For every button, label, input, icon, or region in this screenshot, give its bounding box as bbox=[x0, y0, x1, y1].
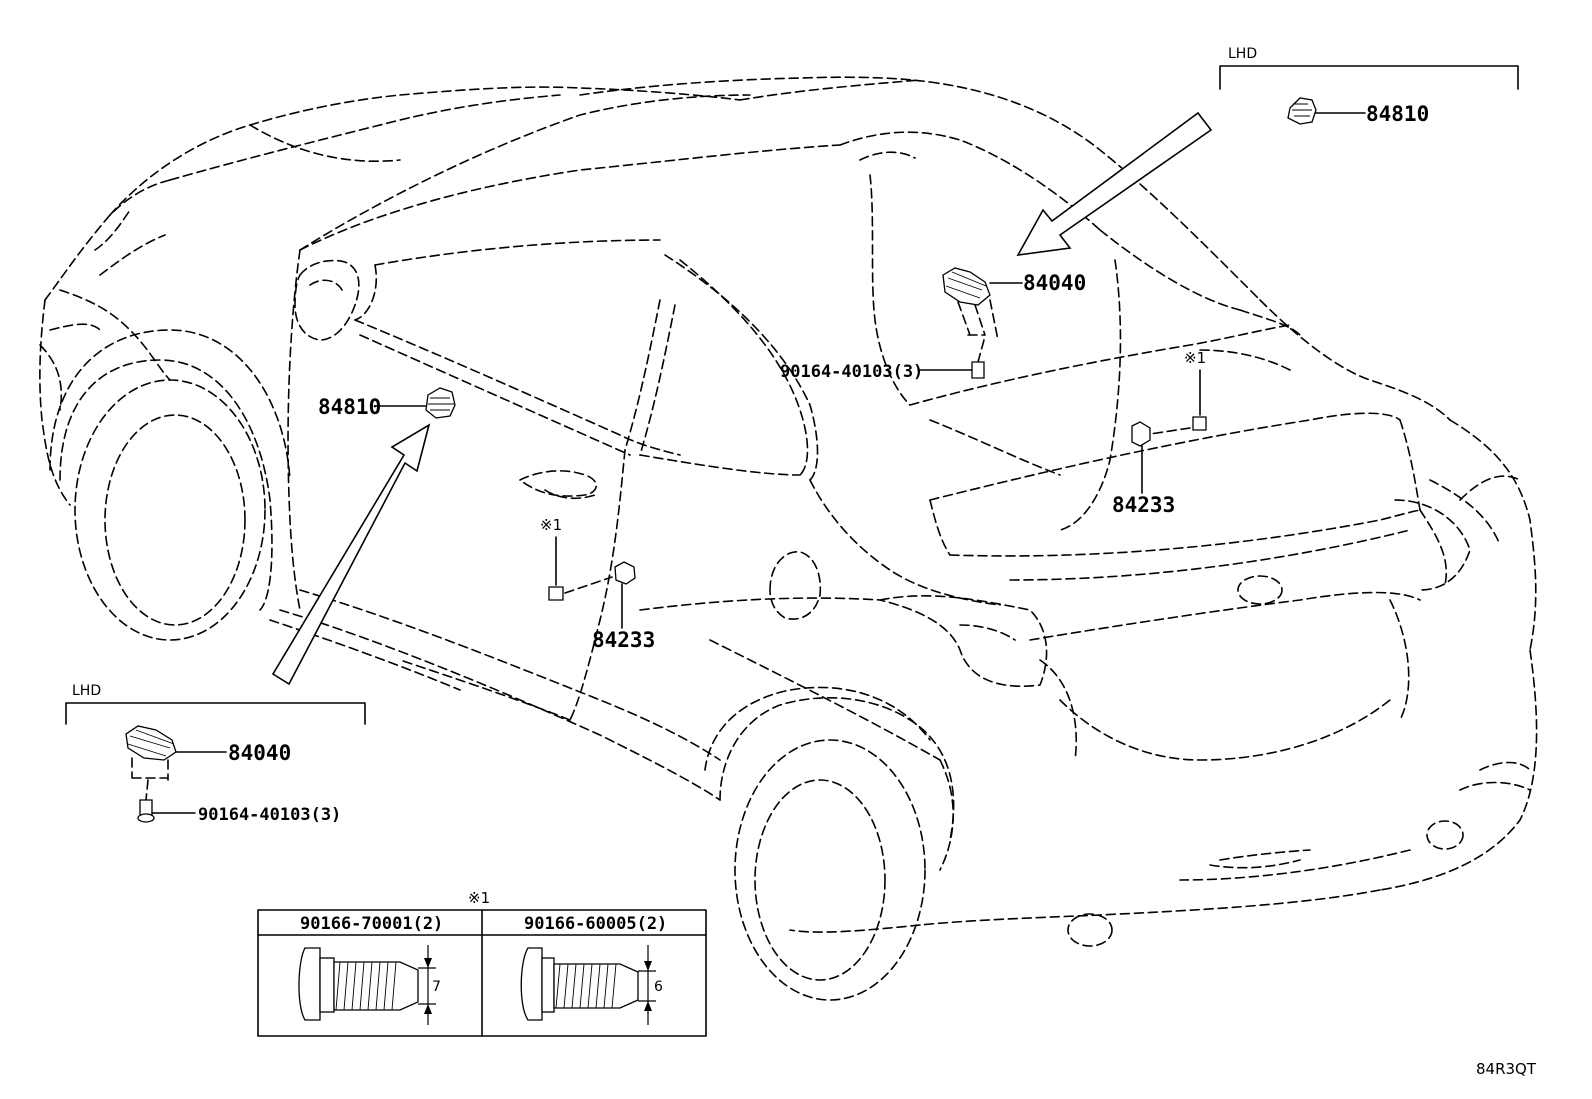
bolt-90164-40103-lower: 90164-40103(3) bbox=[137, 779, 341, 825]
table-note-label: ※1 bbox=[468, 889, 490, 907]
switch-84040-lower: 84040 bbox=[125, 725, 291, 781]
table-header-col2: 90166-60005(2) bbox=[524, 914, 667, 934]
note-label-right: ※1 bbox=[1184, 349, 1206, 367]
diagram-reference-code: 84R3QT bbox=[1476, 1060, 1537, 1078]
part-label-84810-left: 84810 bbox=[318, 395, 381, 419]
fastener-table: ※1 90166-70001(2) 90166-60005(2) 7 bbox=[257, 889, 707, 1037]
clip-90166-60005-drawing: 6 bbox=[520, 945, 663, 1025]
part-label-bolt-upper: 90164-40103(3) bbox=[780, 362, 923, 382]
dimension-col2: 6 bbox=[654, 979, 663, 995]
lhd-bracket-bottom: LHD bbox=[65, 683, 366, 725]
arrow-to-rear-sensor bbox=[1016, 111, 1213, 257]
part-label-84233-right: 84233 bbox=[1112, 493, 1175, 517]
table-header-col1: 90166-70001(2) bbox=[300, 914, 443, 934]
part-label-84810-top: 84810 bbox=[1366, 102, 1429, 126]
lhd-label-top: LHD bbox=[1228, 46, 1257, 62]
sensor-84810-top: 84810 bbox=[1287, 97, 1429, 126]
lhd-bracket-top: LHD bbox=[1219, 46, 1519, 90]
clip-note-middle: ※1 bbox=[540, 516, 613, 601]
part-label-84233-middle: 84233 bbox=[592, 628, 655, 652]
clip-note-right: ※1 bbox=[1149, 349, 1207, 435]
dimension-col1: 7 bbox=[432, 979, 441, 995]
clip-90166-70001-drawing: 7 bbox=[298, 945, 441, 1025]
bolt-90164-40103-upper: 90164-40103(3) bbox=[780, 339, 985, 382]
car-body-outline bbox=[39, 76, 1538, 1001]
stopper-84233-right: 84233 bbox=[1112, 421, 1175, 517]
sensor-84810-left: 84810 bbox=[318, 387, 456, 419]
arrow-to-front-sensor bbox=[271, 423, 431, 686]
part-label-bolt-lower: 90164-40103(3) bbox=[198, 805, 341, 825]
stopper-84233-middle: 84233 bbox=[592, 561, 655, 652]
part-label-84040-upper: 84040 bbox=[1023, 271, 1086, 295]
part-label-84040-lower: 84040 bbox=[228, 741, 291, 765]
lhd-label-bottom: LHD bbox=[72, 683, 101, 699]
note-label-middle: ※1 bbox=[540, 516, 562, 534]
switch-84040-upper: 84040 bbox=[942, 267, 1086, 341]
